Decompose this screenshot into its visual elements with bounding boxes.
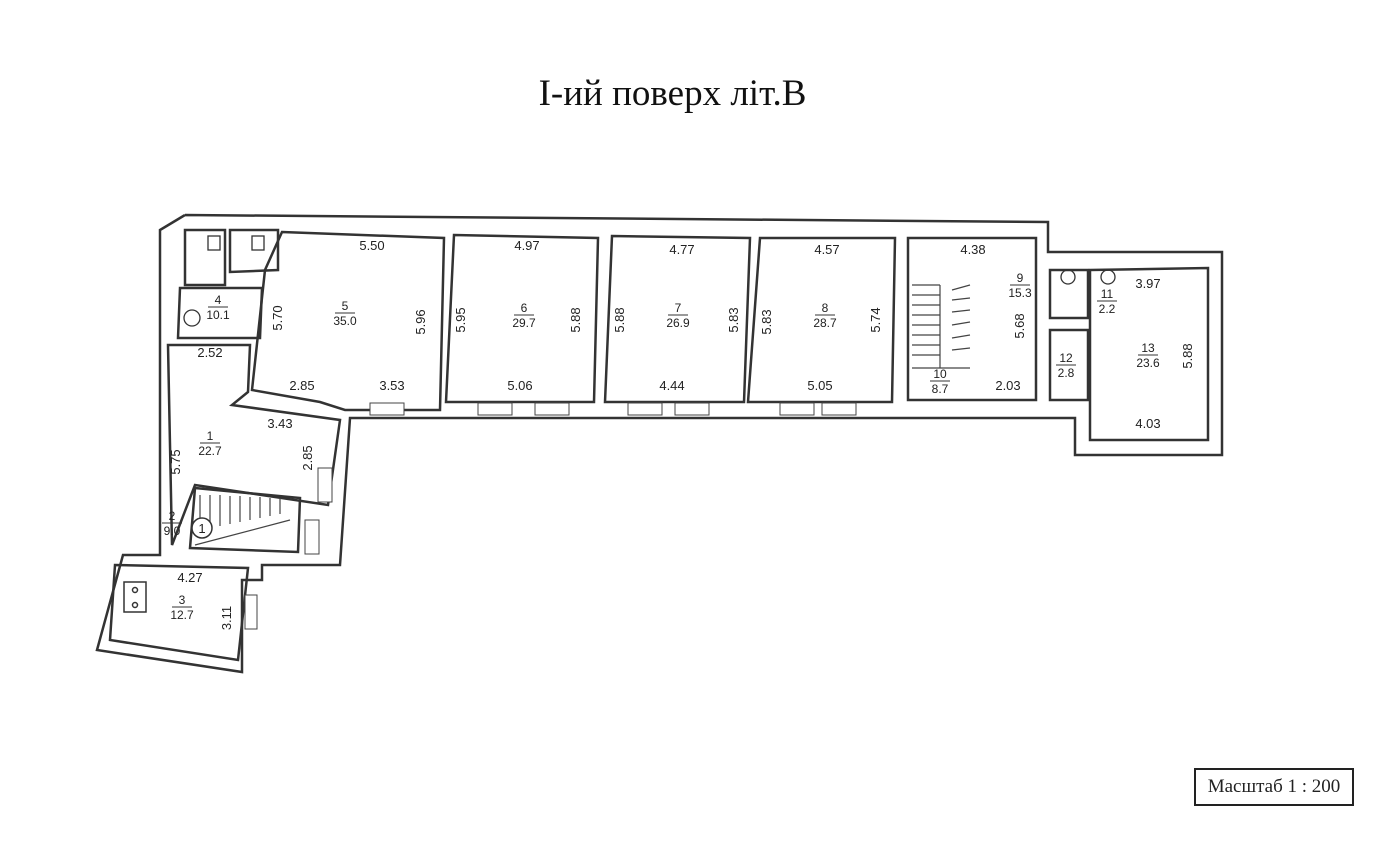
dimension-r5-right: 5.96: [413, 309, 428, 334]
dimension-r13-right: 5.88: [1180, 343, 1195, 368]
room-area: 9.0: [164, 524, 181, 538]
dimension-r7-top: 4.77: [669, 242, 694, 257]
room-number: 3: [179, 593, 186, 607]
room-number: 6: [521, 301, 528, 315]
room-area: 15.3: [1008, 286, 1032, 300]
room-number: 4: [215, 293, 222, 307]
room-number: 10: [933, 367, 947, 381]
page-title: І-ий поверх літ.В: [538, 73, 807, 114]
stair-marker-circle: [191, 517, 213, 539]
outer-wall: [95, 213, 1224, 674]
stair-treads: [194, 284, 971, 546]
wall-room-12: [1048, 328, 1090, 402]
room-label-12: 122.8: [1056, 351, 1076, 380]
wall-room-1: [166, 343, 342, 546]
wall-room-4: [176, 286, 264, 340]
room-label-5: 535.0: [333, 299, 357, 328]
dimension-r7-right: 5.83: [726, 307, 741, 332]
dimension-r3-right: 3.11: [219, 606, 234, 630]
wall-room-7: [603, 234, 752, 404]
dimension-r9-top: 4.38: [960, 242, 985, 257]
room-labels: 122.729.0312.7410.1535.0629.7726.9828.79…: [162, 271, 1160, 622]
dimension-r4-bottom: 2.52: [197, 345, 222, 360]
room-area: 26.9: [666, 316, 690, 330]
wall-room-9-10: [906, 236, 1038, 402]
room-area: 2.2: [1099, 302, 1116, 316]
wall-room-8: [746, 236, 897, 404]
dimension-r13-bottom: 4.03: [1135, 416, 1160, 431]
toilet-icon: [183, 235, 1116, 327]
dimension-r5-br: 3.53: [379, 378, 404, 393]
dimension-r6-left: 5.95: [453, 307, 468, 332]
dimension-r13-top: 3.97: [1135, 276, 1160, 291]
room-label-7: 726.9: [666, 301, 690, 330]
room-area: 10.1: [206, 308, 230, 322]
room-number: 2: [169, 509, 176, 523]
dimension-r1-left: 5.75: [168, 449, 183, 474]
dimension-r8-top: 4.57: [814, 242, 839, 257]
dimension-r5-left: 5.70: [270, 305, 285, 330]
room-area: 35.0: [333, 314, 357, 328]
dimension-r9-right: 5.68: [1012, 313, 1027, 338]
room-area: 12.7: [170, 608, 194, 622]
dimension-r7-left: 5.88: [612, 307, 627, 332]
room-number: 9: [1017, 271, 1024, 285]
room-number: 5: [342, 299, 349, 313]
windows: [244, 402, 857, 630]
room-label-4: 410.1: [206, 293, 230, 322]
room-label-6: 629.7: [512, 301, 536, 330]
room-label-11: 112.2: [1097, 287, 1117, 316]
sink-icon: [123, 581, 147, 613]
dimension-r5-top: 5.50: [359, 238, 384, 253]
room-area: 22.7: [198, 444, 222, 458]
room-number: 13: [1141, 341, 1155, 355]
room-number: 8: [822, 301, 829, 315]
stair-marker: 1: [198, 521, 205, 536]
room-area: 23.6: [1136, 356, 1160, 370]
dimension-r8-bottom: 5.05: [807, 378, 832, 393]
room-label-9: 915.3: [1008, 271, 1032, 300]
wall-wc-b: [228, 228, 280, 274]
dimension-r6-top: 4.97: [514, 238, 539, 253]
room-label-2: 29.0: [162, 509, 182, 538]
room-label-10: 108.7: [930, 367, 950, 396]
wall-room-11: [1048, 268, 1090, 320]
dimension-r7-bottom: 4.44: [659, 378, 684, 393]
dimension-r8-right: 5.74: [868, 307, 883, 332]
room-number: 1: [207, 429, 214, 443]
room-label-1: 122.7: [198, 429, 222, 458]
room-number: 7: [675, 301, 682, 315]
wall-room-13: [1088, 266, 1210, 442]
room-number: 11: [1101, 287, 1114, 301]
dimension-r5-bl: 2.85: [289, 378, 314, 393]
dimension-r3-top: 4.27: [177, 570, 202, 585]
room-area: 29.7: [512, 316, 536, 330]
dimension-r1-top: 3.43: [267, 416, 292, 431]
dimension-r6-right: 5.88: [568, 307, 583, 332]
room-area: 2.8: [1058, 366, 1075, 380]
wall-wc-a: [183, 228, 227, 287]
scale-label: Масштаб 1 : 200: [1194, 768, 1354, 806]
dimension-r1-right: 2.85: [300, 445, 315, 470]
room-label-3: 312.7: [170, 593, 194, 622]
wall-room-6: [444, 233, 600, 404]
room-area: 8.7: [932, 382, 949, 396]
dimension-r6-bottom: 5.06: [507, 378, 532, 393]
room-label-8: 828.7: [813, 301, 837, 330]
wall-room-3: [108, 563, 250, 662]
room-number: 12: [1059, 351, 1073, 365]
room-area: 28.7: [813, 316, 837, 330]
dimension-r9-bottom: 2.03: [995, 378, 1020, 393]
dimension-r8-left: 5.83: [759, 309, 774, 334]
